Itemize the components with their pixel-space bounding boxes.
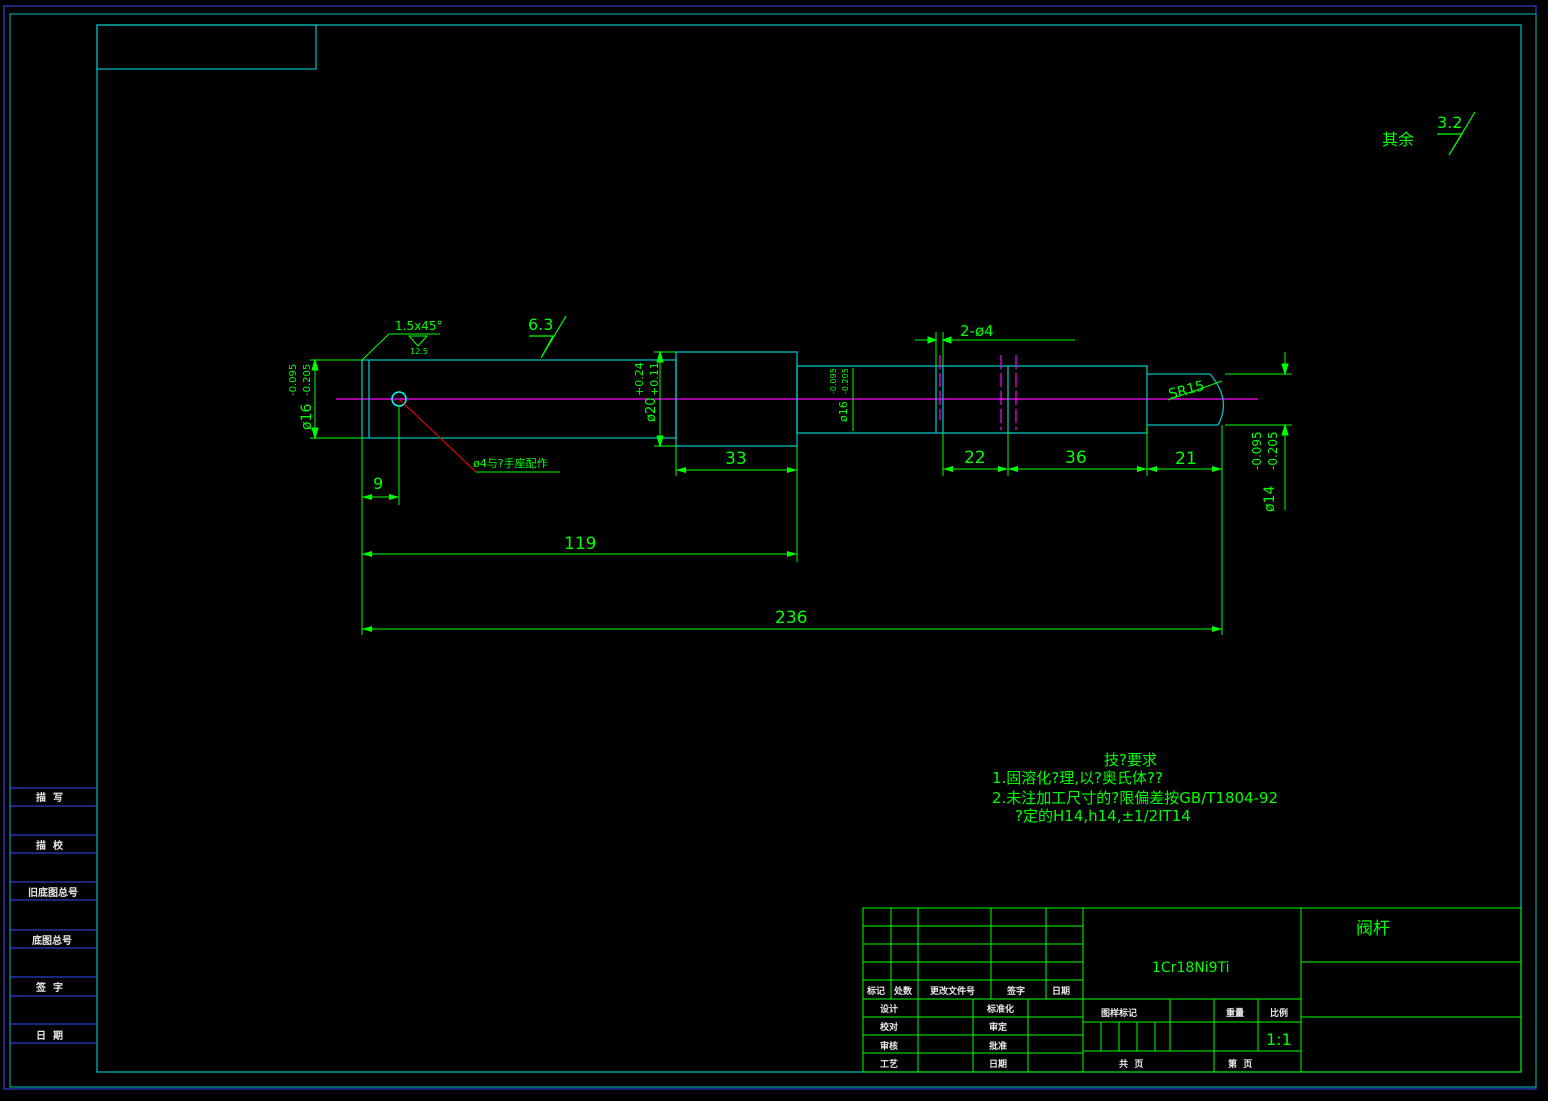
shaft-outline xyxy=(361,351,1225,447)
tb-role-sanction: 批准 xyxy=(989,1040,1007,1052)
dim-collar: 33 xyxy=(725,449,747,469)
hole-note: ø4与?手座配作 xyxy=(473,456,548,470)
holes-label: 2-ø4 xyxy=(960,322,994,340)
scale-value: 1:1 xyxy=(1266,1030,1292,1049)
side-row-6: 日 期 xyxy=(36,1029,63,1042)
drawing-frame xyxy=(96,24,1522,1073)
dim-22: 22 xyxy=(964,448,986,468)
side-row-3: 旧底图总号 xyxy=(28,886,78,899)
sheet-border xyxy=(9,13,1537,1088)
tb-role-design: 设计 xyxy=(880,1003,898,1015)
tb-header-doc: 更改文件号 xyxy=(930,985,975,997)
tb-role-review: 审核 xyxy=(880,1040,898,1052)
tb-role-process: 工艺 xyxy=(880,1058,898,1070)
dim-119: 119 xyxy=(564,534,596,554)
dim-36: 36 xyxy=(1065,448,1087,468)
left-diameter-tol-lower: -0.205 xyxy=(302,364,313,396)
dim-21: 21 xyxy=(1175,449,1197,469)
tb-header-mark: 标记 xyxy=(866,985,885,997)
collar-diameter-tol-upper: +0.24 xyxy=(633,362,646,396)
requirements-title: 技?要求 xyxy=(1104,751,1157,769)
surface-roughness-symbol xyxy=(529,315,567,359)
general-roughness-label: 其余 xyxy=(1382,130,1414,149)
left-diameter: ø16 xyxy=(299,404,315,430)
chamfer-label: 1.5x45° xyxy=(395,319,442,333)
tb-role-approve: 审定 xyxy=(989,1021,1008,1033)
mid-diameter-tol-lower: -0.205 xyxy=(841,368,850,394)
top-left-code-box xyxy=(96,24,317,70)
requirements-line-2: 2.未注加工尺寸的?限偏差按GB/T1804-92 xyxy=(992,789,1278,807)
chamfer-leader xyxy=(361,333,440,361)
requirements-line-3: ?定的H14,h14,±1/2IT14 xyxy=(1015,807,1191,825)
hole-axes xyxy=(939,355,1017,430)
general-roughness-symbol xyxy=(1437,111,1476,156)
side-row-2: 描 校 xyxy=(36,839,64,852)
collar-diameter: ø20 xyxy=(644,398,659,423)
tb-header-sign: 签字 xyxy=(1006,985,1025,997)
side-row-5: 签 字 xyxy=(35,981,63,994)
tb-header-date: 日期 xyxy=(1052,985,1070,997)
tb-page-no: 第 页 xyxy=(1228,1058,1252,1070)
dimension-arrows xyxy=(362,466,1222,632)
mid-diameter: ø16 xyxy=(837,401,850,422)
dim-overall: 236 xyxy=(775,608,807,628)
hole-leader xyxy=(398,398,477,473)
outer-border xyxy=(3,5,1537,1090)
side-table xyxy=(10,787,97,1044)
part-name: 阀杆 xyxy=(1356,919,1390,939)
tb-role-check: 校对 xyxy=(880,1021,898,1033)
tb-header-count: 处数 xyxy=(893,985,913,997)
tb-role-date: 日期 xyxy=(989,1058,1007,1070)
chamfer-roughness-value: 12.5 xyxy=(410,347,428,356)
right-diameter: ø14 xyxy=(1262,486,1278,512)
tb-scale-label: 比例 xyxy=(1270,1007,1288,1019)
tb-mark-label: 图样标记 xyxy=(1101,1007,1137,1019)
title-block xyxy=(862,907,1522,1073)
collar-diameter-tol-lower: +0.11 xyxy=(648,362,661,396)
side-row-4: 底图总号 xyxy=(32,934,72,947)
tb-total-pages: 共 页 xyxy=(1119,1058,1143,1070)
left-diameter-tol-upper: -0.095 xyxy=(288,364,299,396)
length-dimension-lines xyxy=(361,406,1223,635)
tb-role-standard: 标准化 xyxy=(986,1003,1014,1015)
chamfer-roughness-symbol xyxy=(407,335,429,347)
surface-roughness-value: 6.3 xyxy=(528,315,553,334)
right-diameter-tol-lower: -0.205 xyxy=(1266,431,1280,470)
side-row-1: 描 写 xyxy=(36,791,63,804)
dim-hole-pos: 9 xyxy=(373,474,383,493)
tb-weight-label: 重量 xyxy=(1226,1007,1244,1019)
general-roughness-value: 3.2 xyxy=(1437,113,1462,132)
requirements-line-1: 1.固溶化?理,以?奥氏体?? xyxy=(992,769,1163,787)
right-diameter-tol-upper: -0.095 xyxy=(1250,431,1264,470)
material: 1Cr18Ni9Ti xyxy=(1152,960,1230,976)
mid-diameter-tol-upper: -0.095 xyxy=(829,368,838,394)
